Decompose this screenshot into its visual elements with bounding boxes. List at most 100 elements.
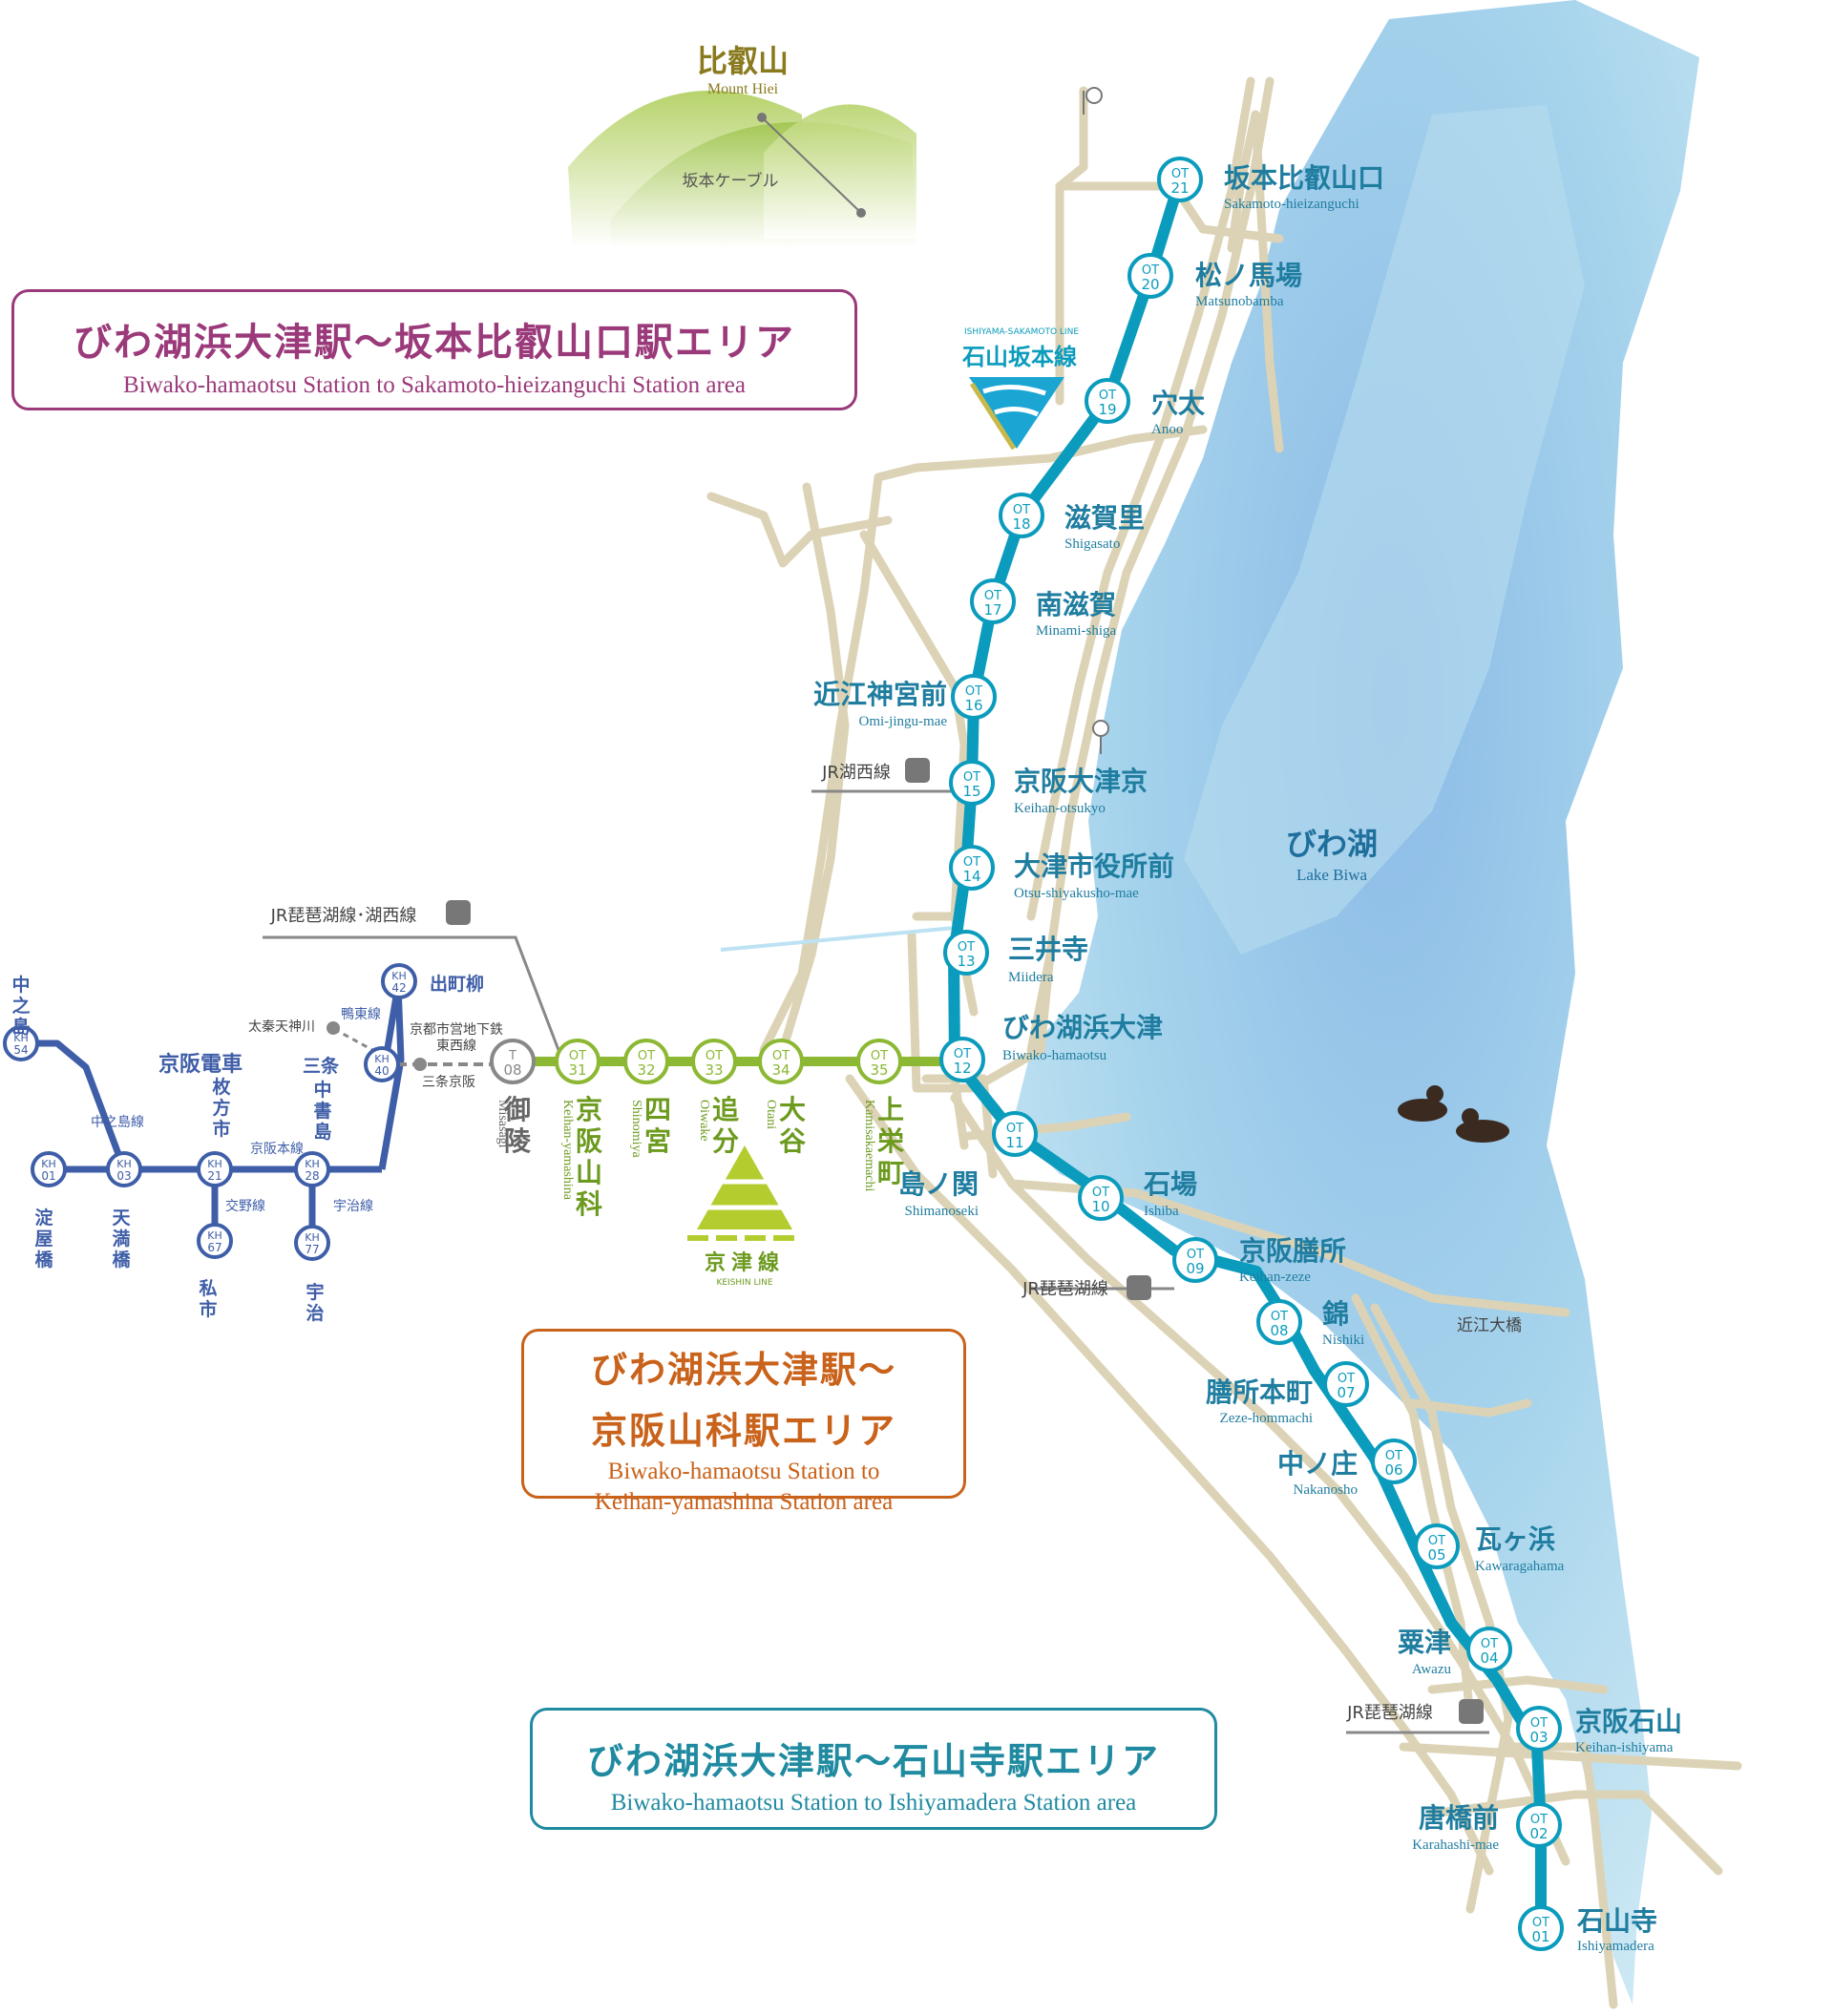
station-kh54-code-number: 54 [13, 1043, 28, 1057]
station-ot08-marker[interactable] [1256, 1299, 1302, 1345]
station-ot15-marker[interactable] [949, 760, 995, 806]
station-ot21-name-jp: 坂本比叡山口 [1224, 162, 1384, 194]
station-ot15-name-en: Keihan-otsukyo [1014, 801, 1106, 816]
area-ishiyama-box[interactable]: びわ湖浜大津駅～石山寺駅エリア Biwako-hamaotsu Station … [530, 1708, 1217, 1830]
station-ot12-marker[interactable] [939, 1037, 985, 1082]
jr-biwako-label-ishiyama: JR琵琶湖線 [1346, 1703, 1433, 1723]
station-ot10-marker[interactable] [1078, 1175, 1124, 1221]
station-ot02-marker[interactable] [1516, 1802, 1562, 1848]
station-ot03-marker[interactable] [1516, 1706, 1562, 1752]
station-ot14-name-en: Otsu-shiyakusho-mae [1014, 886, 1139, 901]
station-ot11-code-prefix: OT [1006, 1122, 1023, 1136]
station-ot13-marker[interactable] [943, 930, 989, 976]
svg-text:ISHIYAMA-SAKAMOTO LINE: ISHIYAMA-SAKAMOTO LINE [964, 327, 1079, 337]
station-ot05-marker[interactable] [1414, 1523, 1460, 1569]
station-kh54-marker[interactable] [3, 1025, 39, 1061]
station-ot17-name-en: Minami-shiga [1036, 623, 1116, 639]
station-ot16-code-prefix: OT [965, 684, 982, 699]
station-ot12-code-number: 12 [953, 1060, 971, 1077]
station-ot04-marker[interactable] [1466, 1627, 1512, 1672]
station-ot35-marker[interactable] [856, 1039, 902, 1084]
jr-biwako-kosei-train-icon [446, 900, 471, 925]
station-ot18-marker[interactable] [999, 493, 1044, 538]
station-ot31-marker[interactable] [555, 1039, 600, 1084]
ishiyama-sakamoto-line-logo: ISHIYAMA-SAKAMOTO LINE 石山坂本線 [961, 327, 1079, 451]
station-kh28-marker[interactable] [294, 1151, 330, 1187]
station-ot34-code-number: 34 [771, 1061, 790, 1079]
area-ishiyama-subtitle: Biwako-hamaotsu Station to Ishiyamadera … [610, 1790, 1137, 1816]
area-yamashina-title-2: 京阪山科駅エリア [590, 1409, 896, 1452]
station-ot33-marker[interactable] [691, 1039, 737, 1084]
station-kh77-code-prefix: KH [305, 1231, 320, 1244]
station-ot20-marker[interactable] [1127, 253, 1173, 299]
station-kh67-code-number: 67 [207, 1241, 221, 1254]
station-ot20-code-prefix: OT [1142, 263, 1159, 278]
station-ot14-code-prefix: OT [963, 855, 980, 870]
station-ot17-marker[interactable] [970, 578, 1016, 624]
station-kh42-name-jp: 出町柳 [430, 973, 484, 995]
area-ishiyama-title: びわ湖浜大津駅～石山寺駅エリア [586, 1739, 1160, 1782]
station-kh67-marker[interactable] [197, 1223, 233, 1259]
station-ot05-code-prefix: OT [1428, 1534, 1445, 1548]
station-kh01-code-number: 01 [41, 1169, 55, 1183]
keishin-line-logo: 京津線 KEISHIN LINE [687, 1145, 802, 1288]
station-kh03-marker[interactable] [106, 1151, 142, 1187]
station-kh01-name-jp-char: 淀 [34, 1207, 53, 1228]
station-kh01-marker[interactable] [31, 1151, 67, 1187]
svg-text:京津線: 京津線 [705, 1250, 785, 1275]
station-ot19-marker[interactable] [1085, 378, 1130, 424]
station-ot21-marker[interactable] [1157, 157, 1203, 202]
omi-ohashi-label: 近江大橋 [1457, 1316, 1522, 1335]
station-ot11-marker[interactable] [992, 1111, 1038, 1157]
station-kh03-name-jp-char: 満 [112, 1228, 130, 1250]
station-kh77-name-jp-char: 宇 [306, 1282, 324, 1303]
station-kh42-code-prefix: KH [391, 970, 407, 982]
station-ot03-code-number: 03 [1529, 1729, 1548, 1746]
station-ot02-name-en: Karahashi-mae [1412, 1838, 1499, 1853]
station-kh40-code-prefix: KH [374, 1053, 390, 1065]
area-yamashina-box[interactable]: びわ湖浜大津駅～ 京阪山科駅エリア Biwako-hamaotsu Statio… [521, 1329, 966, 1515]
station-ot01-name-jp: 石山寺 [1576, 1905, 1657, 1937]
keihan-main-line-label: 京阪本線 [250, 1142, 304, 1157]
station-ot01-marker[interactable] [1518, 1905, 1564, 1951]
station-kh67-code-prefix: KH [207, 1229, 222, 1242]
station-ot33-code-prefix: OT [706, 1049, 723, 1063]
jr-kosei-train-icon [905, 758, 930, 783]
station-ot07-marker[interactable] [1323, 1361, 1369, 1407]
station-kh42-code-number: 42 [391, 981, 406, 995]
station-ot32-name-jp-char: 四 [644, 1094, 671, 1125]
station-ot06-marker[interactable] [1371, 1438, 1417, 1484]
station-ot09-marker[interactable] [1172, 1237, 1218, 1283]
station-kh01-name-jp-char: 橋 [34, 1249, 53, 1270]
station-ot09-code-number: 09 [1186, 1260, 1204, 1277]
station-ot18-code-prefix: OT [1013, 503, 1030, 517]
sakamoto-cable-label: 坂本ケーブル [683, 171, 779, 191]
area-sakamoto-box[interactable]: びわ湖浜大津駅～坂本比叡山口駅エリア Biwako-hamaotsu Stati… [11, 289, 857, 410]
station-ot32-marker[interactable] [623, 1039, 669, 1084]
station-kh42-marker[interactable] [381, 963, 417, 999]
station-ot01-code-number: 01 [1531, 1928, 1549, 1945]
station-kh01-name-jp-char: 屋 [34, 1228, 53, 1250]
station-ot06-name-jp: 中ノ庄 [1277, 1448, 1358, 1480]
station-ot34-marker[interactable] [758, 1039, 804, 1084]
station-kh77-marker[interactable] [294, 1225, 330, 1261]
station-ot16-marker[interactable] [951, 674, 997, 720]
station-ot16-code-number: 16 [964, 697, 982, 714]
station-ot20-name-en: Matsunobamba [1195, 294, 1284, 309]
station-t08-marker[interactable] [490, 1039, 536, 1084]
station-ot34-name-jp-char: 大 [779, 1094, 806, 1125]
station-ot14-marker[interactable] [949, 845, 995, 891]
station-kh40-marker[interactable] [364, 1046, 400, 1082]
station-ot05-name-en: Kawaragahama [1475, 1559, 1565, 1574]
jr-biwako-label-zeze: JR琵琶湖線 [1022, 1279, 1108, 1299]
sakamoto-cable-line [761, 116, 862, 214]
station-kh21-marker[interactable] [197, 1151, 233, 1187]
area-yamashina-subtitle-1: Biwako-hamaotsu Station to [607, 1459, 880, 1484]
lake-biwa-label-en: Lake Biwa [1296, 866, 1368, 884]
station-ot10-name-en: Ishiba [1144, 1204, 1179, 1219]
station-ot17-code-prefix: OT [984, 589, 1001, 603]
station-t08-code-number: 08 [503, 1061, 521, 1079]
station-ot05-code-number: 05 [1427, 1546, 1445, 1564]
station-ot18-name-en: Shigasato [1064, 536, 1120, 552]
station-ot06-code-prefix: OT [1385, 1449, 1402, 1463]
